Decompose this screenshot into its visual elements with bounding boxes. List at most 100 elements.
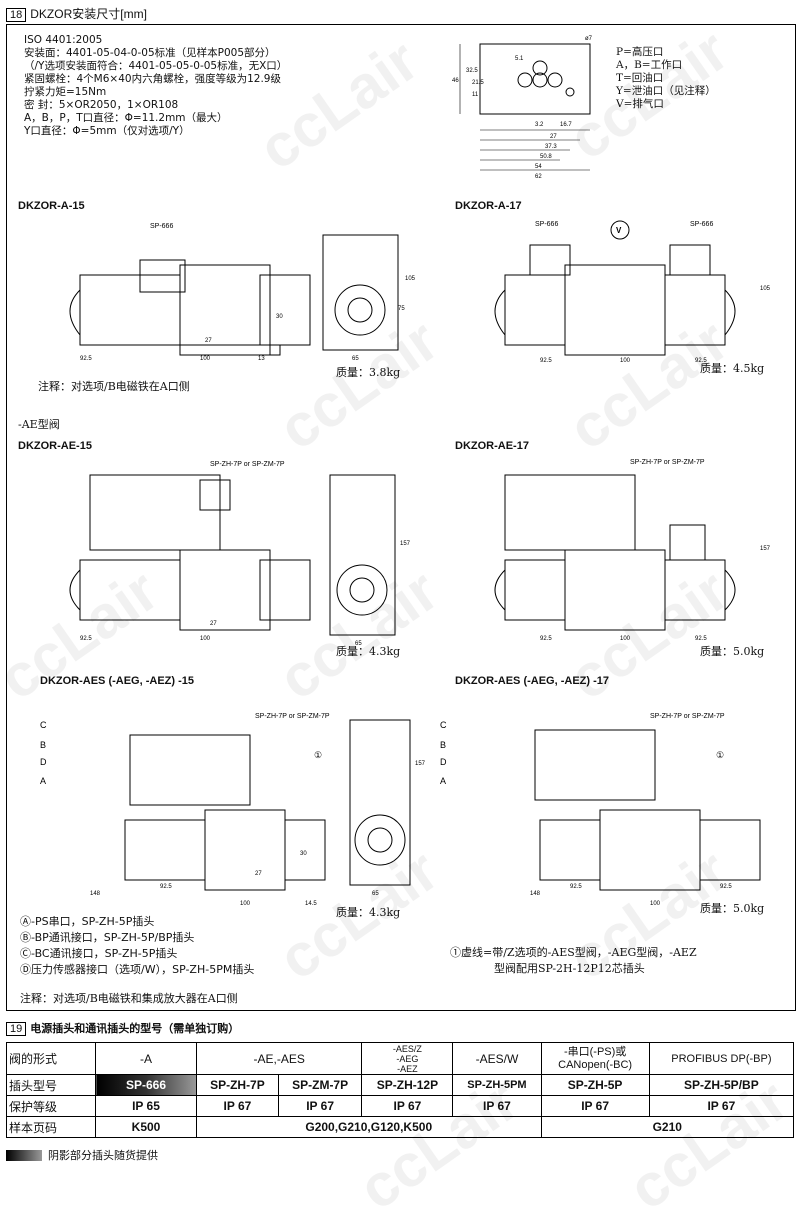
connector-legend: Ⓐ-PS串口，SP-ZH-5P插头 Ⓑ-BP通讯接口，SP-ZH-5P/BP插头… <box>20 914 254 978</box>
table-cell: IP 65 <box>95 1095 197 1117</box>
connector-marker-a: A <box>440 776 446 786</box>
spec-list: ISO 4401:2005 安装面：4401-05-04-0-05标准（见样本P… <box>24 34 364 138</box>
note-text: 注释：对选项/B电磁铁在A口侧 <box>38 380 190 393</box>
footer-note: 阴影部分插头随货提供 <box>6 1147 158 1163</box>
dim-label: 100 <box>650 901 661 907</box>
legend-line: Ⓒ-BC通讯接口，SP-ZH-5P插头 <box>20 947 178 960</box>
legend-line: Ⓓ压力传感器接口（选项/W），SP-ZH-5PM插头 <box>20 963 255 976</box>
section-subtitle: -AE型阀 <box>18 418 60 431</box>
table-row: 阀的形式 -A -AE,-AES -AES/Z -AEG -AEZ -AES/W… <box>6 1042 795 1075</box>
dim-label: 92.5 <box>695 358 707 364</box>
spec-line: ISO 4401:2005 <box>24 34 103 46</box>
table-row: 插头型号 SP-666 SP-ZH-7P SP-ZM-7P SP-ZH-12P … <box>6 1074 795 1096</box>
dim-label: 92.5 <box>80 356 92 362</box>
dim-label: 27 <box>255 871 262 877</box>
dim-label: 105 <box>405 276 416 282</box>
vent-marker: V <box>616 226 622 235</box>
connector-marker-d: D <box>440 757 447 767</box>
dim-label: 65 <box>372 891 379 897</box>
connector-marker-b: B <box>40 740 46 750</box>
dim-label: ø7 <box>585 36 593 42</box>
ports-legend: P=高压口 A，B=工作口 T=回油口 Y=泄油口（见注释） V=排气口 <box>616 46 716 111</box>
connector-label: SP-ZH-7P or SP-ZM-7P <box>650 713 725 720</box>
table-cell: IP 67 <box>452 1095 542 1117</box>
row-header: 阀的形式 <box>6 1042 96 1075</box>
section-title: 电源插头和通讯插头的型号（需单独订购） <box>30 1023 240 1035</box>
dim-label: 65 <box>352 356 359 362</box>
dim-label: 27 <box>205 338 212 344</box>
dim-label: 157 <box>760 546 771 552</box>
dim-label: 27 <box>210 621 217 627</box>
mass-label: 质量：4.3kg <box>336 645 401 658</box>
connector-marker-b: B <box>440 740 446 750</box>
drawing-title: DKZOR-A-15 <box>18 200 85 212</box>
spec-line: Y口直径：Φ=5mm（仅对选项/Y） <box>24 125 190 137</box>
spec-line: 密 封：5×OR2050，1×OR108 <box>24 99 179 111</box>
dim-label: 3.2 <box>535 122 544 128</box>
mass-label: 质量：3.8kg <box>336 366 401 379</box>
mass-label: 质量：5.0kg <box>700 645 765 658</box>
dim-label: 32.5 <box>466 68 478 74</box>
port-y <box>565 87 575 97</box>
connector-label: SP-666 <box>150 223 173 230</box>
port-a <box>517 72 533 88</box>
dim-label: 62 <box>535 174 542 180</box>
dim-label: 100 <box>240 901 251 907</box>
port-p <box>532 72 548 88</box>
dim-label: 50.8 <box>540 154 552 160</box>
connector-label: SP-ZH-7P or SP-ZM-7P <box>210 461 285 468</box>
connector-label: SP-666 <box>690 221 713 228</box>
spec-line: A，B，P，T口直径：Φ=11.2mm（最大） <box>24 112 228 124</box>
note-text: 型阀配用SP-2H-12P12芯插头 <box>494 962 645 975</box>
dim-label: 13 <box>258 356 265 362</box>
connector-table: 阀的形式 -A -AE,-AES -AES/Z -AEG -AEZ -AES/W… <box>6 1042 795 1138</box>
dim-label: 100 <box>620 636 631 642</box>
table-cell: -串口(-PS)或 CANopen(-BC) <box>540 1042 650 1075</box>
table-cell: IP 67 <box>277 1095 363 1117</box>
dim-label: 100 <box>200 356 211 362</box>
mass-label: 质量：4.3kg <box>336 906 401 919</box>
dim-label: 100 <box>200 636 211 642</box>
dim-label: 148 <box>90 891 101 897</box>
valve-drawing-aes17: C B D A SP-ZH-7P or SP-ZM-7P ① 148 92.5 … <box>440 713 761 907</box>
dim-label: 92.5 <box>540 636 552 642</box>
legend-line: Ⓑ-BP通讯接口，SP-ZH-5P/BP插头 <box>20 931 195 944</box>
dim-label: 75 <box>398 306 405 312</box>
note-text: ①虚线=带/Z选项的-AES型阀，-AEG型阀，-AEZ <box>450 946 697 959</box>
table-cell: SP-ZH-5P/BP <box>648 1074 795 1096</box>
valve-drawing-aes15: C B D A SP-ZH-7P or SP-ZM-7P ① 148 92.5 … <box>40 713 426 907</box>
spec-line: 紧固螺栓：4个M6×40内六角螺栓，强度等级为12.9级 <box>24 73 281 85</box>
connector-marker-a: A <box>40 776 46 786</box>
table-cell: -AE,-AES <box>195 1042 363 1075</box>
dim-label: 92.5 <box>80 636 92 642</box>
table-cell: -AES/Z -AEG -AEZ <box>361 1042 454 1075</box>
row-header: 插头型号 <box>6 1074 96 1096</box>
spec-line: 拧紧力矩=15Nm <box>24 86 107 98</box>
table-cell: SP-ZM-7P <box>277 1074 363 1096</box>
dim-label: 92.5 <box>720 884 732 890</box>
dim-label: 148 <box>530 891 541 897</box>
note-text: 注释：对选项/B电磁铁和集成放大器在A口侧 <box>20 992 238 1005</box>
table-cell: -A <box>95 1042 197 1075</box>
section-number: 18 <box>6 8 27 22</box>
dim-label: 37.3 <box>545 144 557 150</box>
section-title: DKZOR安装尺寸[mm] <box>30 7 147 21</box>
dim-label: 92.5 <box>160 884 172 890</box>
legend-line: T=回油口 <box>616 72 664 84</box>
dim-label: 5.1 <box>515 56 524 62</box>
connector-marker-d: D <box>40 757 47 767</box>
legend-line: Y=泄油口（见注释） <box>616 85 716 97</box>
dim-label: 11 <box>472 92 479 98</box>
dim-label: 16.7 <box>560 122 572 128</box>
section-number: 19 <box>6 1022 27 1036</box>
table-cell: G210 <box>540 1116 794 1138</box>
drawing-title: DKZOR-AES (-AEG, -AEZ) -17 <box>455 675 609 687</box>
connector-label: SP-666 <box>535 221 558 228</box>
dim-label: 92.5 <box>540 358 552 364</box>
row-header: 样本页码 <box>6 1116 96 1138</box>
port-b <box>547 72 563 88</box>
connector-label: SP-ZH-7P or SP-ZM-7P <box>630 459 705 466</box>
table-cell: IP 67 <box>196 1095 279 1117</box>
